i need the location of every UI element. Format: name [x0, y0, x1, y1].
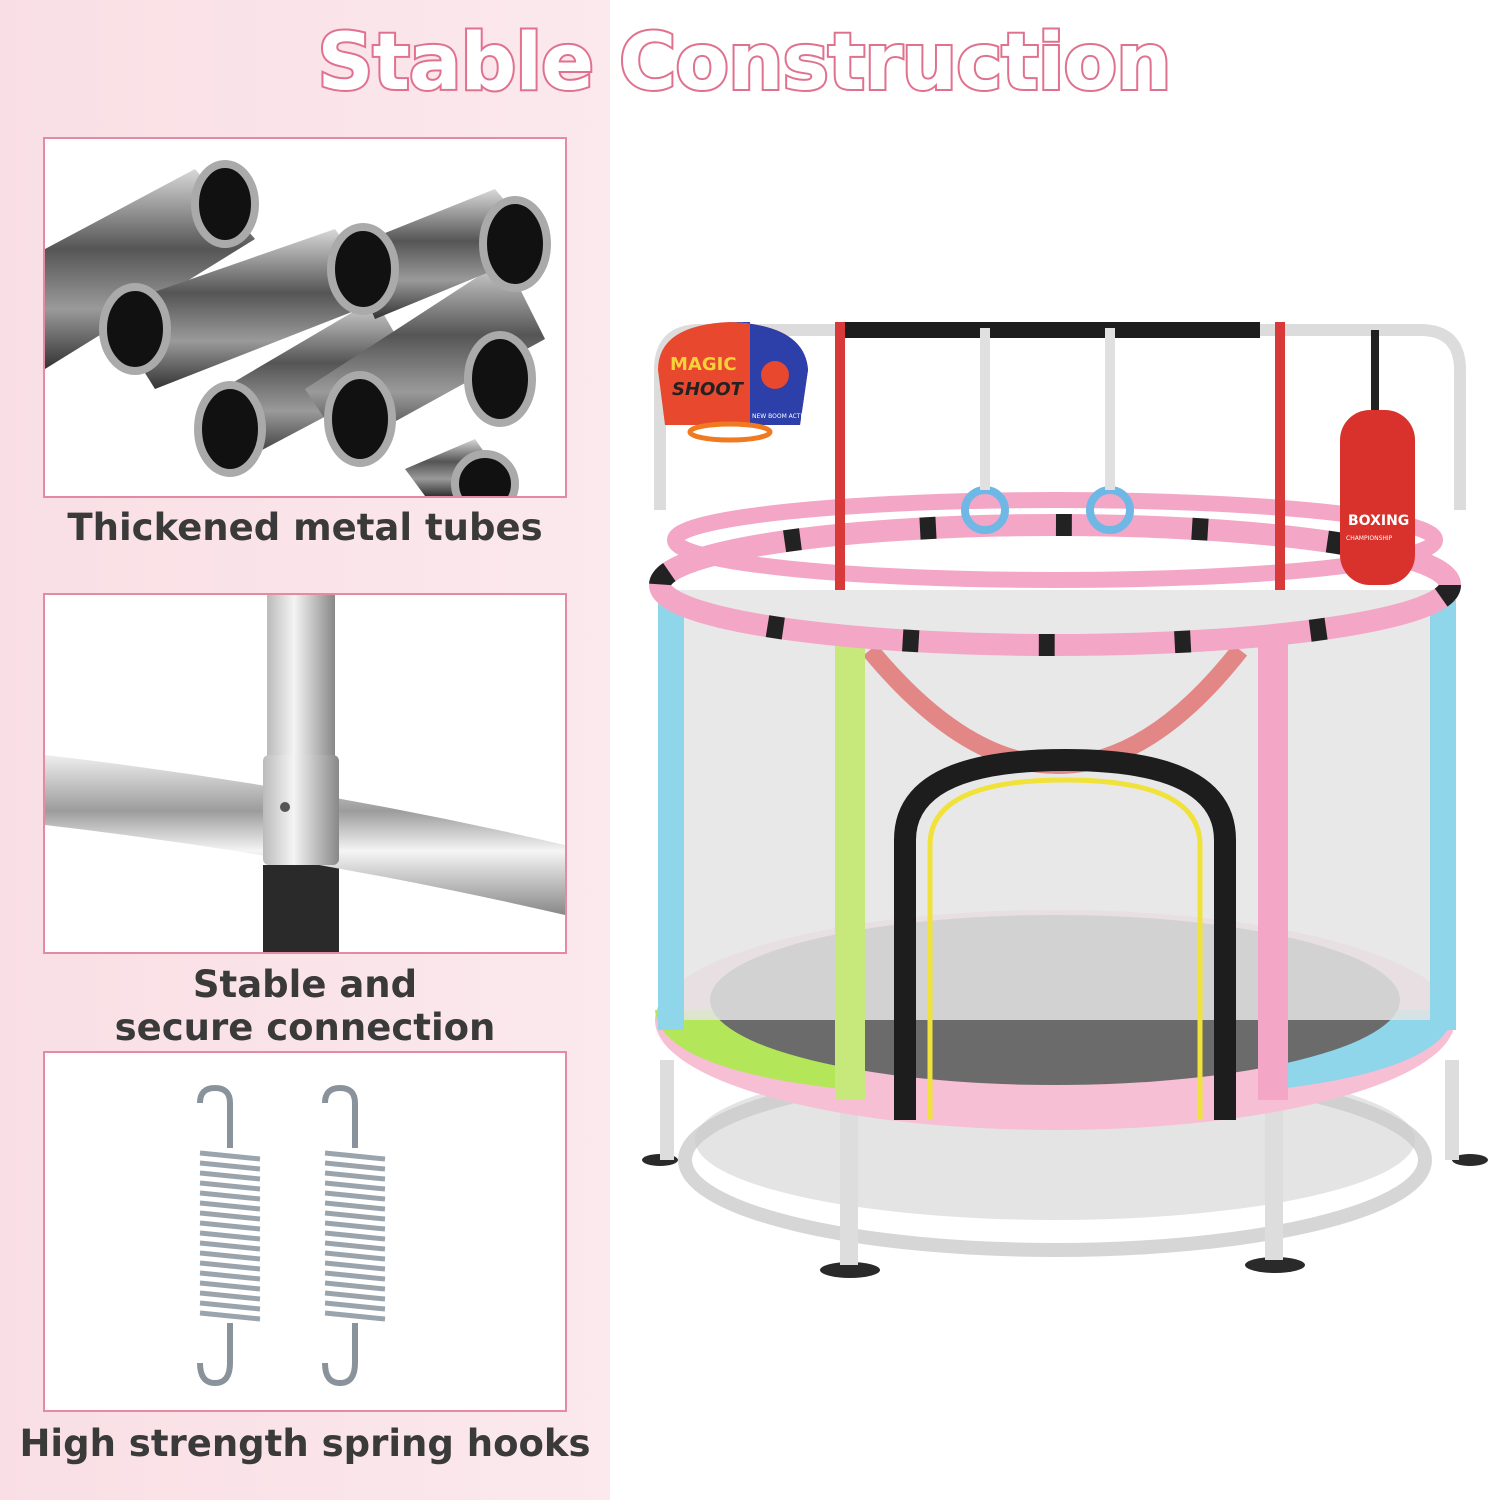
feature-image-spring-hooks [43, 1051, 567, 1412]
feature-label-spring-hooks: High strength spring hooks [19, 1422, 591, 1465]
basketball-backboard: MAGIC SHOOT NEW BOOM ACTION [658, 322, 812, 443]
trampoline-product-image: MAGIC SHOOT NEW BOOM ACTION BOXING CHAMP… [642, 322, 1488, 1278]
punching-bag-text: BOXING [1348, 513, 1409, 529]
feature-label-connection-line2: secure connection [114, 1006, 496, 1049]
spring-hooks-icon [45, 1053, 565, 1410]
tube-connector-icon [45, 595, 565, 952]
backboard-text-1: MAGIC [670, 354, 737, 375]
punching-bag-small-text: CHAMPIONSHIP [1346, 535, 1393, 542]
metal-tubes-icon [45, 139, 565, 496]
page-title: Stable Construction [315, 16, 1173, 110]
feature-image-connection [43, 593, 567, 954]
backboard-text-small: NEW BOOM ACTION [752, 413, 812, 420]
feature-label-metal-tubes: Thickened metal tubes [67, 506, 543, 549]
feature-label-connection-line1: Stable and [192, 963, 418, 1006]
feature-image-metal-tubes [43, 137, 567, 498]
punching-bag: BOXING CHAMPIONSHIP [1340, 330, 1415, 585]
backboard-text-2: SHOOT [672, 379, 745, 400]
